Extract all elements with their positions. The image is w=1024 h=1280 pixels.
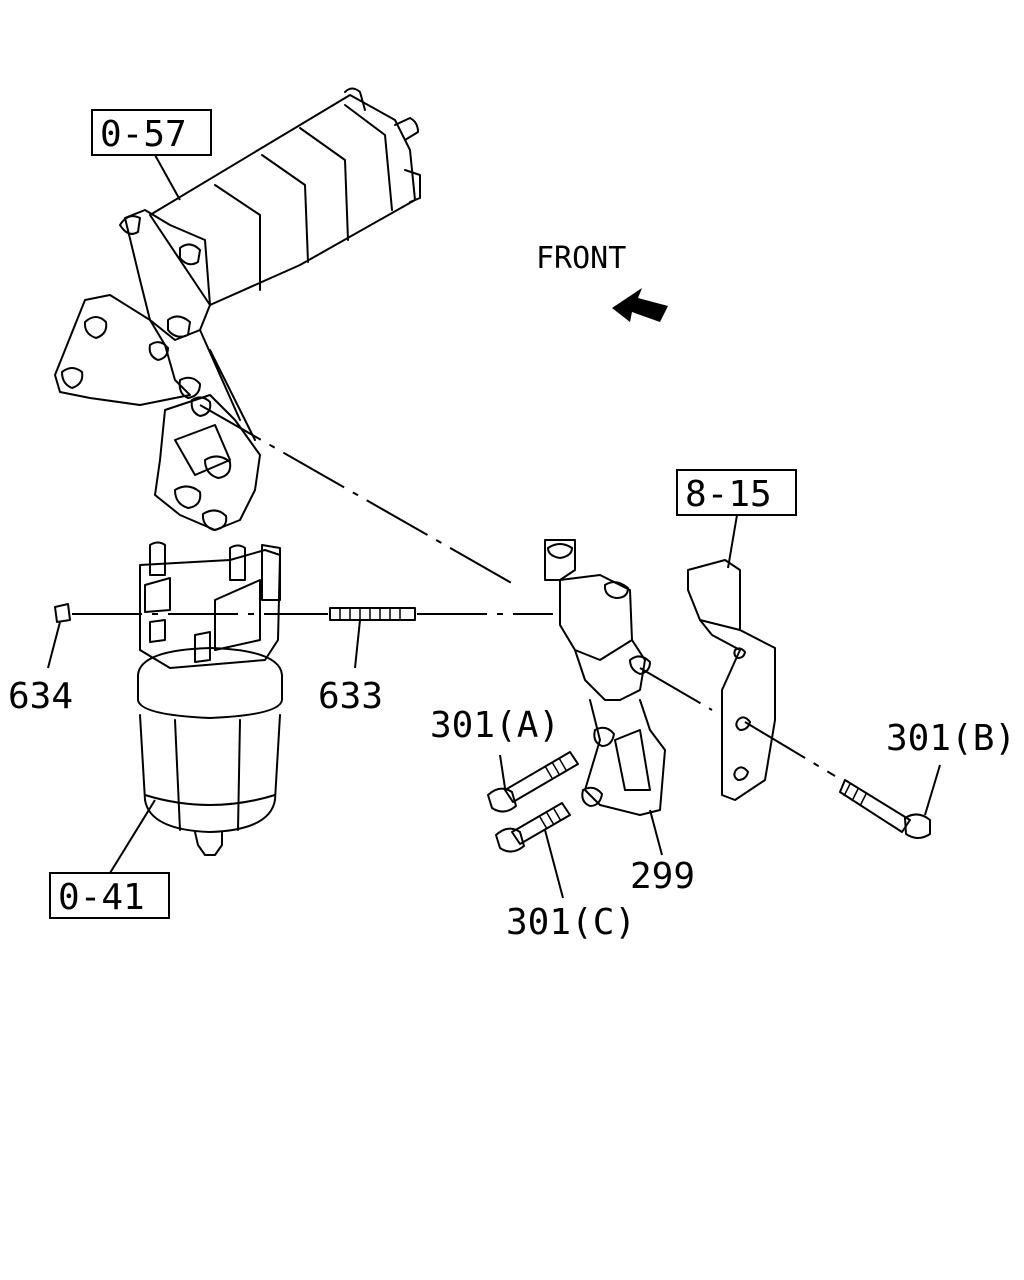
part-label-301c: 301(C) (506, 902, 636, 943)
part-634: 634 (8, 603, 73, 717)
ref-label-0-41: 0-41 (58, 877, 145, 918)
ref-box-0-41 (49, 872, 170, 919)
bolt-301-c: 301(C) (495, 802, 636, 943)
part-label-634: 634 (8, 676, 73, 717)
part-label-301b: 301(B) (886, 718, 1016, 759)
ref-8-15-bracket: 8-15 (676, 469, 797, 801)
part-label-299: 299 (630, 856, 695, 897)
part-299-bracket: 299 (544, 539, 695, 897)
bolt-301-a: 301(A) (430, 705, 579, 813)
part-633: 633 (318, 607, 416, 717)
egr-cooler-assembly: 0-57 (54, 87, 421, 531)
ref-label-8-15: 8-15 (685, 474, 772, 515)
ref-box-0-57 (91, 109, 212, 156)
front-label: FRONT (536, 241, 626, 276)
assembly-lines (72, 404, 836, 777)
part-label-301a: 301(A) (430, 705, 560, 746)
arrow-left-icon (612, 288, 668, 322)
bolt-301-b: 301(B) (839, 718, 1016, 839)
fuel-filter-assembly: 0-41 (49, 541, 283, 919)
ref-label-0-57: 0-57 (100, 114, 187, 155)
front-indicator: FRONT (536, 241, 668, 322)
part-label-633: 633 (318, 676, 383, 717)
